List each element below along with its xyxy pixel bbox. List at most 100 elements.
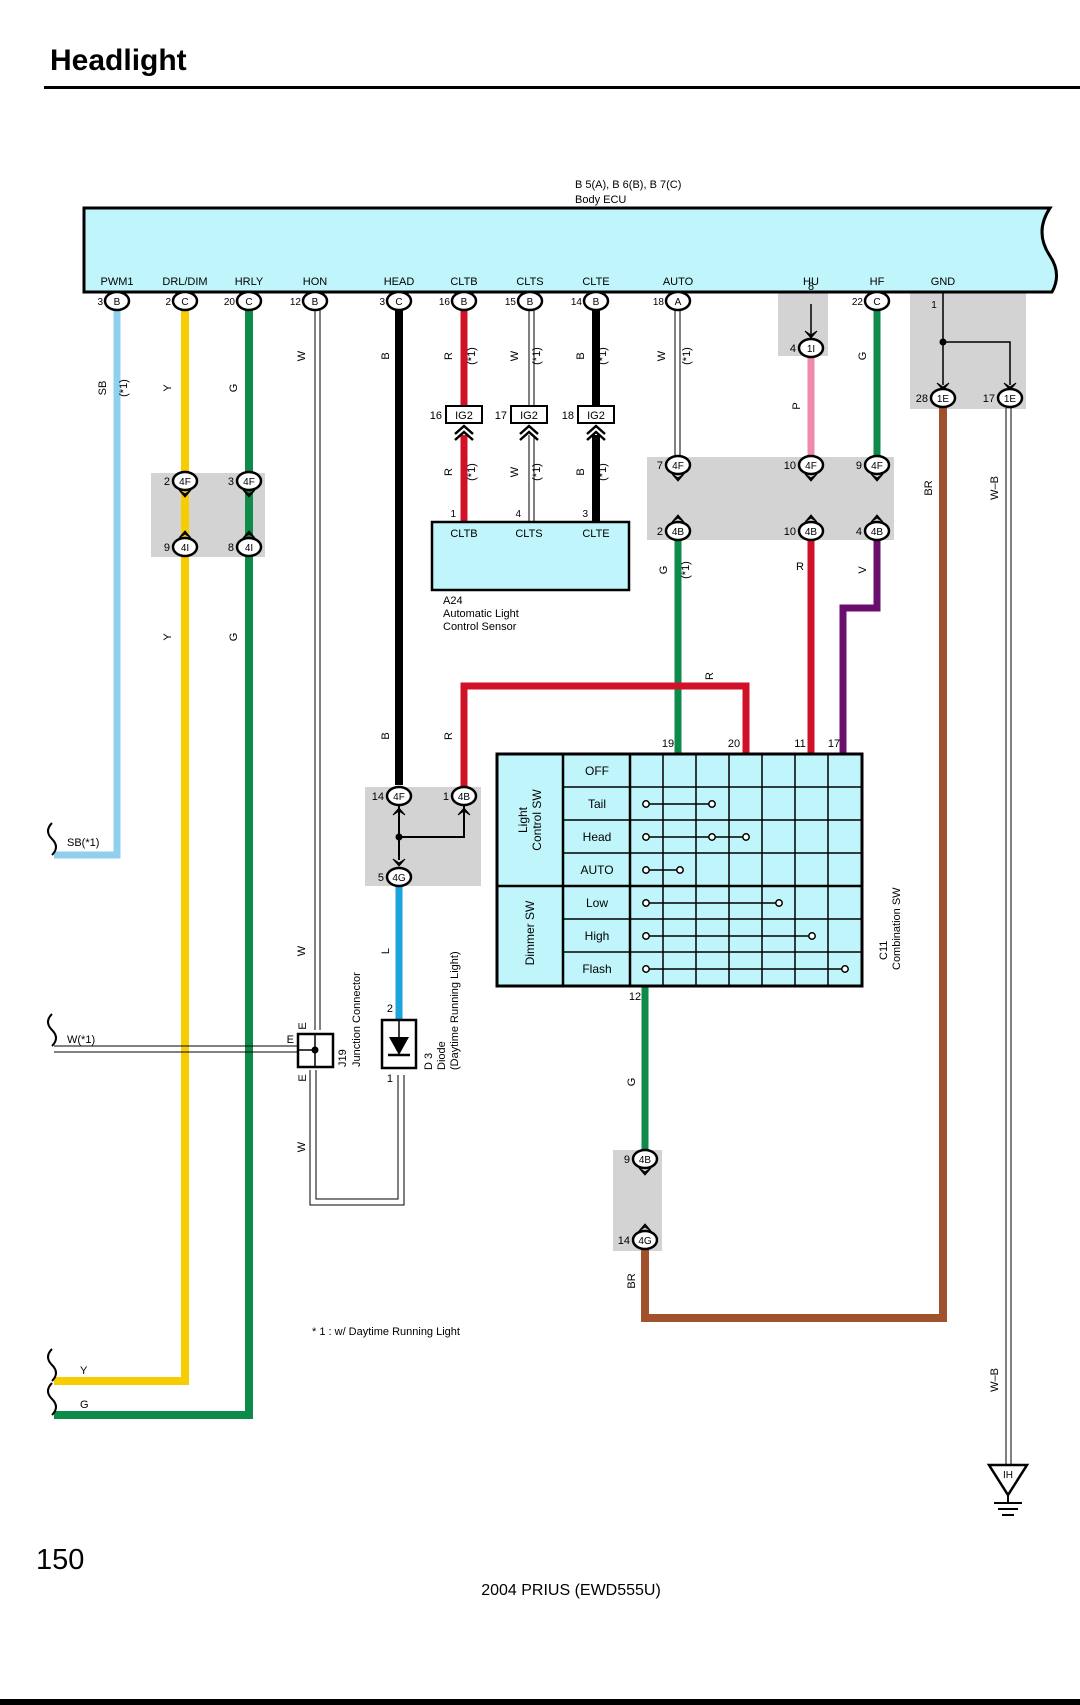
connector-pin (863, 520, 891, 542)
sensor-terminal-name: CLTE (582, 528, 609, 540)
connector-pin-number: 17 (983, 393, 995, 405)
switch-contact (742, 833, 750, 841)
connector-pin-number: 8 (808, 281, 814, 293)
connector-pin (797, 337, 825, 359)
connector-code: 4F (243, 477, 255, 488)
connector-code: 4B (458, 792, 471, 803)
wire-color-label: B (380, 732, 392, 739)
wire-break-icon (47, 822, 57, 856)
switch-contact (775, 899, 783, 907)
diode-icon (389, 1037, 409, 1055)
footer-model-code: 2004 PRIUS (EWD555U) (481, 1582, 661, 1599)
connector-pin-number: 5 (378, 872, 384, 884)
switch-contact (676, 866, 684, 874)
plug-chevron-icon (586, 424, 606, 435)
wire-color-label: G (857, 352, 869, 361)
connector-code: B (593, 297, 600, 308)
ecu-terminal-name: HF (870, 276, 885, 288)
connector-pin-number: 8 (228, 542, 234, 554)
offpage-label: SB(*1) (67, 837, 99, 849)
wire-color-label: (*1) (597, 347, 609, 365)
wire-w (309, 1070, 405, 1206)
switch-code: C11 (878, 941, 890, 960)
switch-contact (708, 800, 716, 808)
switch-pin-number: 11 (794, 738, 805, 750)
connector-arrow-icon (671, 473, 685, 482)
sensor-terminal-name: CLTB (450, 528, 477, 540)
connector-pin (631, 1148, 659, 1170)
splice-dot (395, 833, 403, 841)
connector-code: C (245, 297, 252, 308)
ecu-terminal-pin: 3 (97, 297, 103, 308)
ecu-code: B 5(A), B 6(B), B 7(C) (575, 179, 681, 191)
junction-pin-label: E (287, 1034, 294, 1046)
connector-code: C (873, 297, 880, 308)
wire-color-label: (*1) (531, 347, 543, 365)
wire-color-label: W–B (989, 1368, 1001, 1392)
switch-position-label: High (585, 929, 610, 943)
connector-pin-number: 1 (443, 791, 449, 803)
connector-pin (631, 1229, 659, 1251)
connector-pin (235, 536, 263, 558)
ecu-terminal-pin: 1 (931, 300, 937, 311)
wire-w (315, 1070, 399, 1200)
wire-color-label: W (296, 1141, 308, 1152)
arrow-down-icon (392, 858, 406, 867)
wire-color-label: SB (97, 381, 109, 396)
arrow-down-icon (804, 330, 818, 339)
connector-pin (450, 785, 478, 807)
connector-code: B (527, 297, 534, 308)
wire-color-label: B (380, 352, 392, 359)
ecu-terminal-connector (582, 290, 610, 312)
sensor-code: A24 (443, 595, 463, 607)
wire-color-label: G (658, 566, 670, 575)
ecu-terminal-pin: 18 (653, 297, 665, 308)
switch-group-label: Control SW (530, 789, 544, 851)
connector-code: B (461, 297, 468, 308)
junction-link (399, 806, 465, 838)
wire-break-icon (47, 1013, 57, 1047)
ecu-terminal-connector (235, 290, 263, 312)
connector-pin (929, 387, 957, 409)
title-rule (44, 86, 1080, 89)
connector-pin (797, 520, 825, 542)
ecu-terminal-connector (385, 290, 413, 312)
sensor-terminal-pin: 3 (582, 509, 588, 520)
wire-color-label: BR (626, 1273, 638, 1288)
ecu-terminal-name: CLTS (516, 276, 543, 288)
arrow-up-icon (392, 807, 406, 816)
switch-pin-number: 12 (629, 991, 641, 1003)
connector-pin-number: 9 (856, 460, 862, 472)
switch-contact (642, 965, 650, 973)
connector-arrow-icon (804, 473, 818, 482)
page-number: 150 (36, 1544, 85, 1576)
connector-arrow-icon (671, 514, 685, 523)
switch-position-label: Low (586, 896, 608, 910)
footnote: * 1 : w/ Daytime Running Light (312, 1326, 460, 1338)
sensor-terminal-pin: 1 (450, 509, 456, 520)
switch-position-label: Flash (582, 962, 611, 976)
switch-contact (841, 965, 849, 973)
connector-code: 1E (937, 394, 950, 405)
wire-color-label: W (296, 350, 308, 361)
ecu-terminal-name: HRLY (235, 276, 264, 288)
ecu-terminal-connector (103, 290, 131, 312)
wire-color-label: W–B (989, 476, 1001, 500)
ecu-terminal-name: HU (803, 276, 819, 288)
wire-color-label: R (796, 561, 804, 573)
wire-color-label: W (509, 466, 521, 477)
page-title: Headlight (50, 44, 187, 77)
wire-v (839, 540, 881, 755)
connector-pin-number: 10 (784, 460, 796, 472)
switch-pin-number: 19 (662, 738, 674, 750)
splice-dot (311, 1046, 319, 1054)
connector-code: B (312, 297, 319, 308)
connector-pin (385, 866, 413, 888)
wire-r (460, 682, 750, 790)
wire-color-label: W (656, 350, 668, 361)
junction-name: Junction Connector (351, 972, 363, 1067)
connector-code: 4F (393, 792, 405, 803)
components-layer (47, 206, 1058, 1516)
gnd-branch (942, 292, 1011, 385)
